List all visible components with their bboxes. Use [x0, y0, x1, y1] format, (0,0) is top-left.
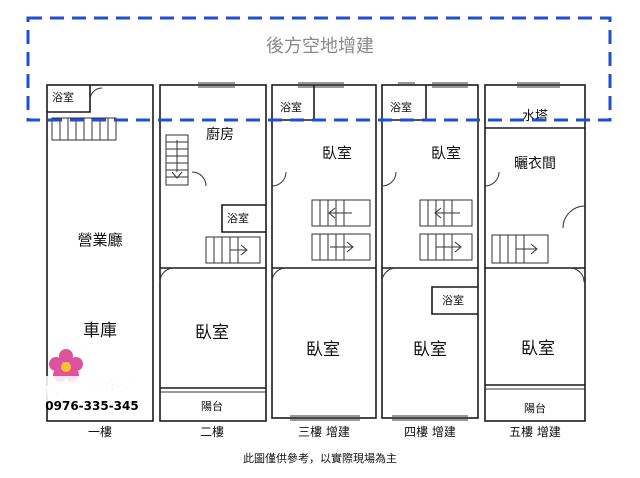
- floor-4-caption: 四樓 增建: [404, 424, 456, 439]
- floor-2-bath-wall: [221, 204, 266, 233]
- floor-3-bedroom2-label: 臥室: [306, 340, 340, 360]
- floor-2-caption: 二樓: [200, 424, 224, 439]
- floor-3-bedroom1-label: 臥室: [322, 144, 352, 162]
- floor-5-bedroom-label: 臥室: [521, 339, 555, 359]
- floor-1-garage-label: 車庫: [83, 321, 117, 341]
- floor-5-outline: [484, 84, 586, 422]
- floor-4-outline: [381, 84, 479, 419]
- floor-5-plan: 水塔 曬衣間 臥室 陽台: [484, 82, 586, 422]
- floor-2-outline: [159, 84, 267, 422]
- floor-1-hall-label: 營業廳: [77, 231, 122, 249]
- floor-4-stairs-lower: [419, 233, 473, 261]
- floor-1-plan: 浴室 營業廳 車庫: [46, 84, 154, 422]
- floor-1-bath-wall: [47, 85, 91, 113]
- floor-4-bath2-label: 浴室: [442, 293, 464, 307]
- floor-5-door-right: [562, 205, 586, 229]
- floor-5-balcony-label: 陽台: [524, 401, 546, 415]
- backyard-extension-label: 後方空地增建: [266, 36, 374, 57]
- floor-5-tank-label: 水塔: [522, 109, 548, 124]
- disclaimer-note: 此圖僅供參考，以實際現場為主: [243, 451, 397, 465]
- floor-4-plan: 浴室 臥室 浴室 臥室: [381, 82, 479, 421]
- floor-2-bedroom-label: 臥室: [195, 323, 229, 343]
- floor-5-laundry-label: 曬衣間: [514, 156, 556, 172]
- floor-1-caption: 一樓: [88, 424, 112, 439]
- floor-2-balcony-label: 陽台: [201, 399, 223, 413]
- floor-4-bedroom2-label: 臥室: [413, 340, 447, 360]
- floor-3-door-b: [271, 267, 287, 283]
- floor-1-bath-label: 浴室: [52, 90, 74, 104]
- floor-4-bedroom1-label: 臥室: [431, 144, 461, 162]
- agent-logo: 台中買房小陳 0976-335-345: [38, 349, 142, 413]
- floor-3-stairs-lower: [311, 233, 371, 261]
- floor-3-stairs-upper: [311, 199, 371, 227]
- floor-3-door-a: [271, 171, 287, 187]
- floor-2-bedroom-door: [159, 267, 175, 283]
- backyard-extension-outline: [26, 16, 612, 122]
- floor-4-bath1-label: 浴室: [390, 100, 412, 114]
- floor-2-kitchen-door: [191, 171, 207, 187]
- floor-3-plan: 浴室 臥室 臥室: [271, 82, 377, 421]
- floor-3-bath-label: 浴室: [280, 100, 302, 114]
- floor-1-stair-treads: [59, 118, 109, 140]
- floor-2-kitchen-label: 廚房: [206, 126, 234, 143]
- floor-5-stairs: [491, 234, 549, 264]
- floor-2-plan: 廚房 浴室 臥室 陽台: [159, 82, 267, 422]
- floor-4-bath2-wall: [431, 286, 478, 315]
- floor-1-outline: [46, 84, 154, 422]
- floor-2-stairs-mid: [205, 236, 261, 264]
- floor-2-stairs-left: [165, 134, 189, 186]
- floor-2-bath-label: 浴室: [227, 211, 249, 225]
- floor-5-caption: 五樓 增建: [509, 424, 561, 439]
- floor-3-caption: 三樓 增建: [298, 424, 350, 439]
- logo-phone: 0976-335-345: [45, 399, 138, 413]
- floor-3-outline: [271, 84, 377, 419]
- floor-1-bath-door: [89, 87, 103, 101]
- floor-4-stairs-upper: [419, 199, 473, 227]
